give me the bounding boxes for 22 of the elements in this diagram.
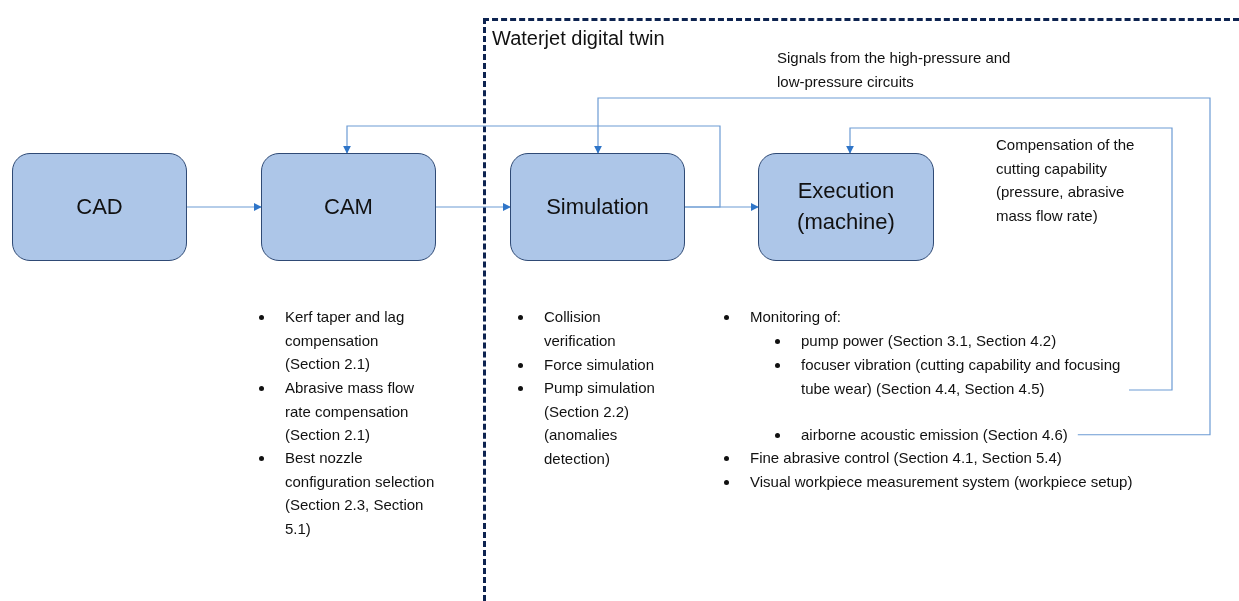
arrow — [186, 203, 262, 211]
list-item: Kerf taper and lag compensation (Section 2.1) — [285, 307, 406, 374]
list-item: Monitoring of: — [750, 307, 842, 327]
list-item: Collision verification — [544, 307, 617, 351]
list-item: Fine abrasive control (Section 4.1, Section 5.4) — [750, 448, 1063, 468]
process-box: CAD — [12, 153, 187, 261]
arrow — [846, 127, 1173, 391]
list-item: Pump simulation (Section 2.2) (anomalies detection) — [544, 378, 656, 469]
list-item: airborne acoustic emission (Section 4.6) — [801, 423, 1068, 447]
list-item: Best nozzle configuration selection (Section 2.3, Section 5.1) — [285, 448, 435, 539]
arrow — [343, 125, 721, 208]
region-title: Waterjet digital twin — [492, 27, 665, 50]
process-box: Execution (machine) — [758, 153, 934, 261]
arrow — [594, 97, 1211, 436]
list-item: Force simulation — [544, 355, 656, 375]
arrow — [435, 203, 511, 211]
list-item: pump power (Section 3.1, Section 4.2) — [801, 331, 1058, 351]
list-item: focuser vibration (cutting capability and focusing tube wear) (Section 4.4, Section 4.5) — [801, 353, 1123, 400]
list-item: Visual workpiece measurement system (workpiece setup) — [750, 472, 1134, 492]
process-box: Simulation — [510, 153, 685, 261]
process-box: CAM — [261, 153, 436, 261]
list-item: Abrasive mass flow rate compensation (Section 2.1) — [285, 378, 416, 445]
